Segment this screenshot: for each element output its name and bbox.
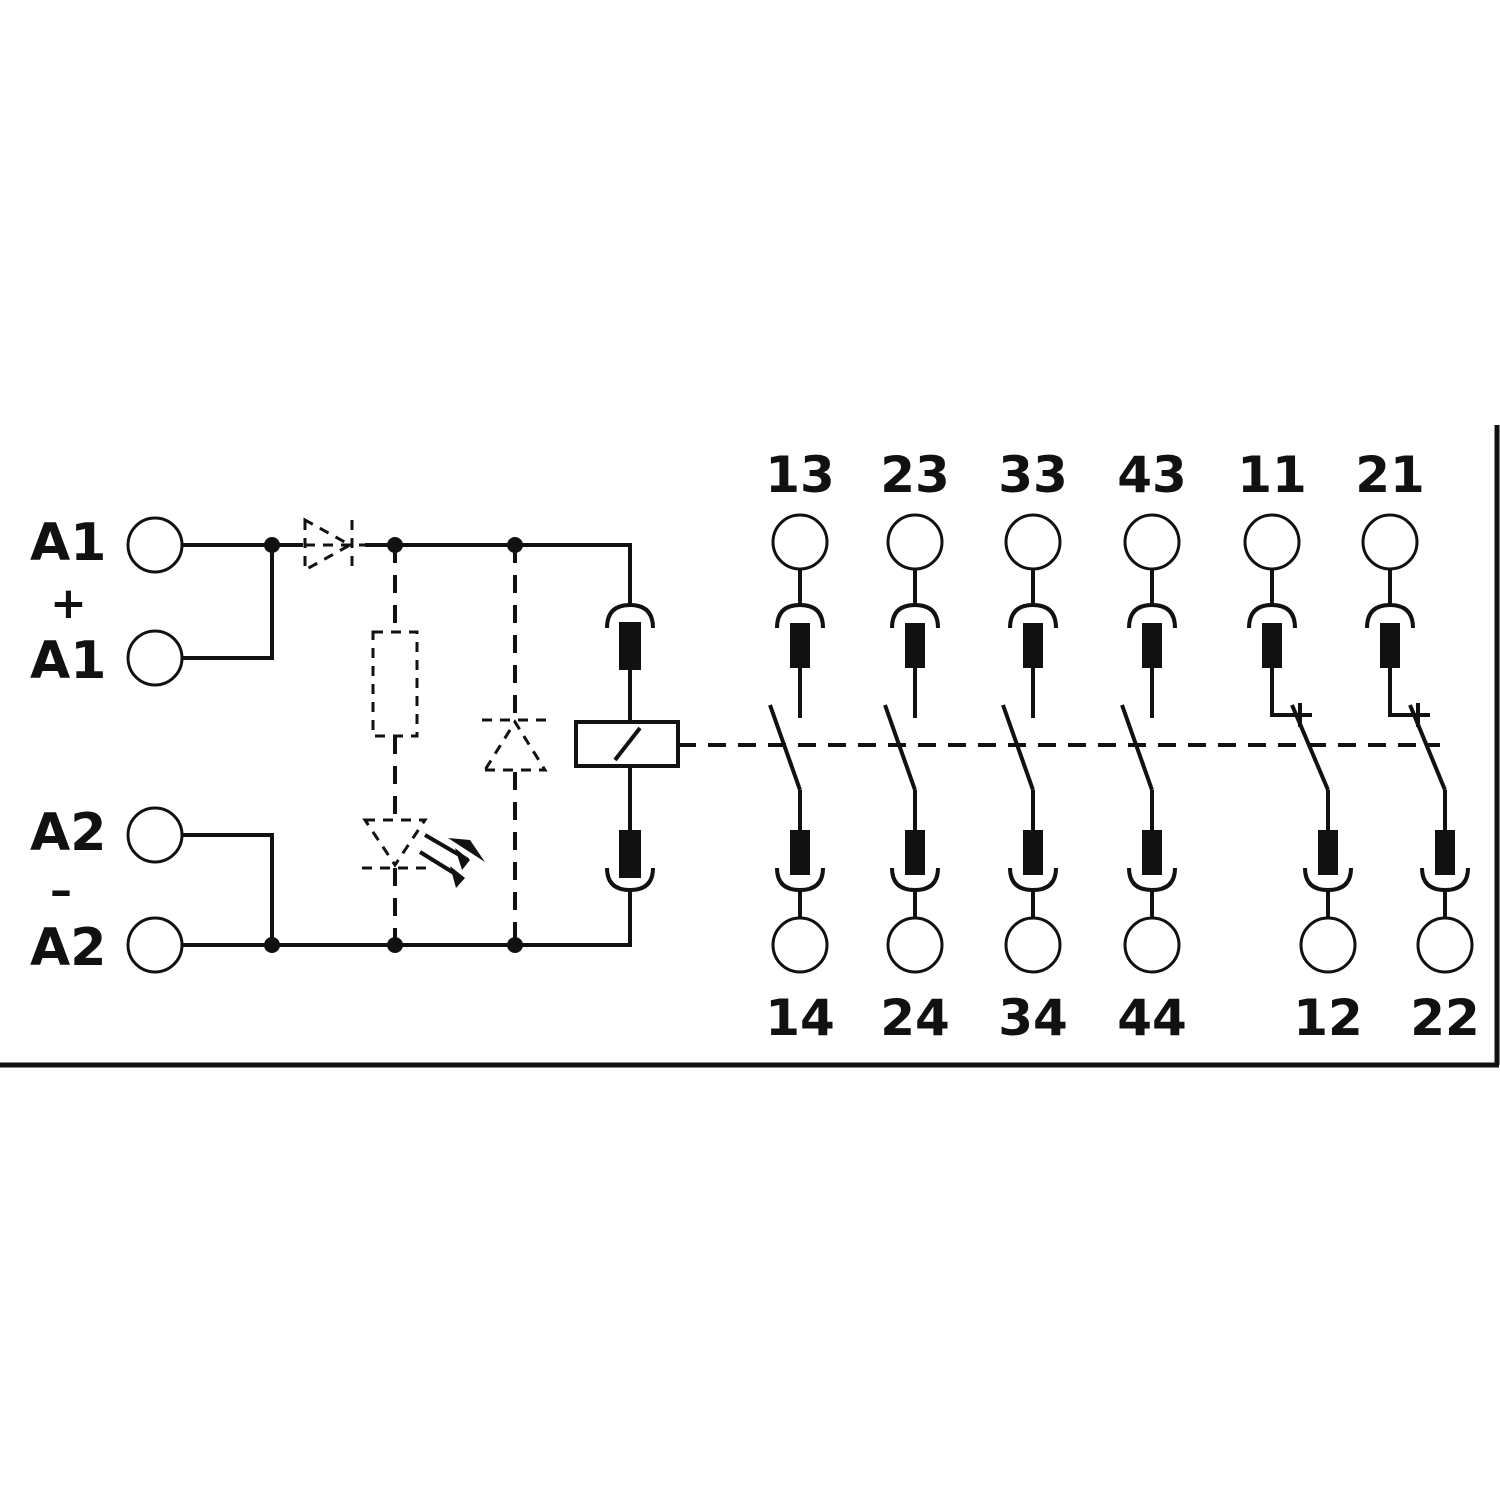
- terminal-a1-top: [126, 516, 184, 574]
- input-wiring: [182, 537, 632, 953]
- relay-coil: [574, 602, 680, 893]
- terminal-11: [1243, 513, 1301, 571]
- terminal-a2-bottom: [126, 916, 184, 974]
- terminal-label-43: 43: [1117, 446, 1187, 504]
- label-plus: +: [50, 578, 87, 629]
- label-a1-bottom: A1: [30, 631, 106, 691]
- terminal-33: [1004, 513, 1062, 571]
- frame: [0, 425, 1500, 1068]
- led-indicator-branch: [362, 545, 485, 945]
- terminal-label-11: 11: [1237, 446, 1307, 504]
- label-minus: –: [50, 865, 72, 916]
- terminal-43: [1123, 513, 1181, 571]
- coil-terminal-labels: A1 + A1 A2 – A2: [30, 513, 106, 978]
- protection-diode-symbol: [303, 517, 365, 573]
- label-a1-top: A1: [30, 513, 106, 573]
- led-symbol: [362, 818, 428, 868]
- terminal-label-13: 13: [765, 446, 835, 504]
- terminal-34: [1004, 916, 1062, 974]
- terminal-24: [886, 916, 944, 974]
- contact-43-44: 43 44: [1117, 446, 1187, 1047]
- terminal-44: [1123, 916, 1181, 974]
- terminal-label-12: 12: [1293, 989, 1363, 1047]
- terminal-label-22: 22: [1410, 989, 1480, 1047]
- contact-13-14: 13 14: [765, 446, 835, 1047]
- terminal-12: [1299, 916, 1357, 974]
- terminal-14: [771, 916, 829, 974]
- terminal-22: [1416, 916, 1474, 974]
- terminal-23: [886, 513, 944, 571]
- terminal-label-21: 21: [1355, 446, 1425, 504]
- label-a2-bottom: A2: [30, 918, 106, 978]
- contact-set: 13 14 23 24 33 34 43 44 11 12 21 22: [765, 446, 1480, 1047]
- terminal-label-24: 24: [880, 989, 950, 1047]
- switch-blade: [1408, 704, 1447, 791]
- coil-terminals: [126, 516, 184, 974]
- led-light-arrows-icon: [418, 833, 485, 888]
- terminal-13: [771, 513, 829, 571]
- terminal-21: [1361, 513, 1419, 571]
- resistor-symbol: [371, 630, 419, 738]
- contact-21-22: 21 22: [1355, 446, 1480, 1047]
- terminal-a1-bottom: [126, 629, 184, 687]
- switch-blade: [768, 704, 802, 791]
- contact-11-12: 11 12: [1237, 446, 1363, 1047]
- terminal-label-34: 34: [998, 989, 1068, 1047]
- contact-23-24: 23 24: [880, 446, 950, 1047]
- terminal-a2-top: [126, 806, 184, 864]
- terminal-label-23: 23: [880, 446, 950, 504]
- switch-blade: [1001, 704, 1035, 791]
- label-a2-top: A2: [30, 803, 106, 863]
- freewheel-diode-branch: [482, 545, 548, 945]
- contact-33-34: 33 34: [998, 446, 1068, 1047]
- switch-blade: [1290, 704, 1330, 791]
- switch-blade: [1120, 704, 1154, 791]
- terminal-label-14: 14: [765, 989, 835, 1047]
- terminal-label-33: 33: [998, 446, 1068, 504]
- terminal-label-44: 44: [1117, 989, 1187, 1047]
- switch-blade: [883, 704, 917, 791]
